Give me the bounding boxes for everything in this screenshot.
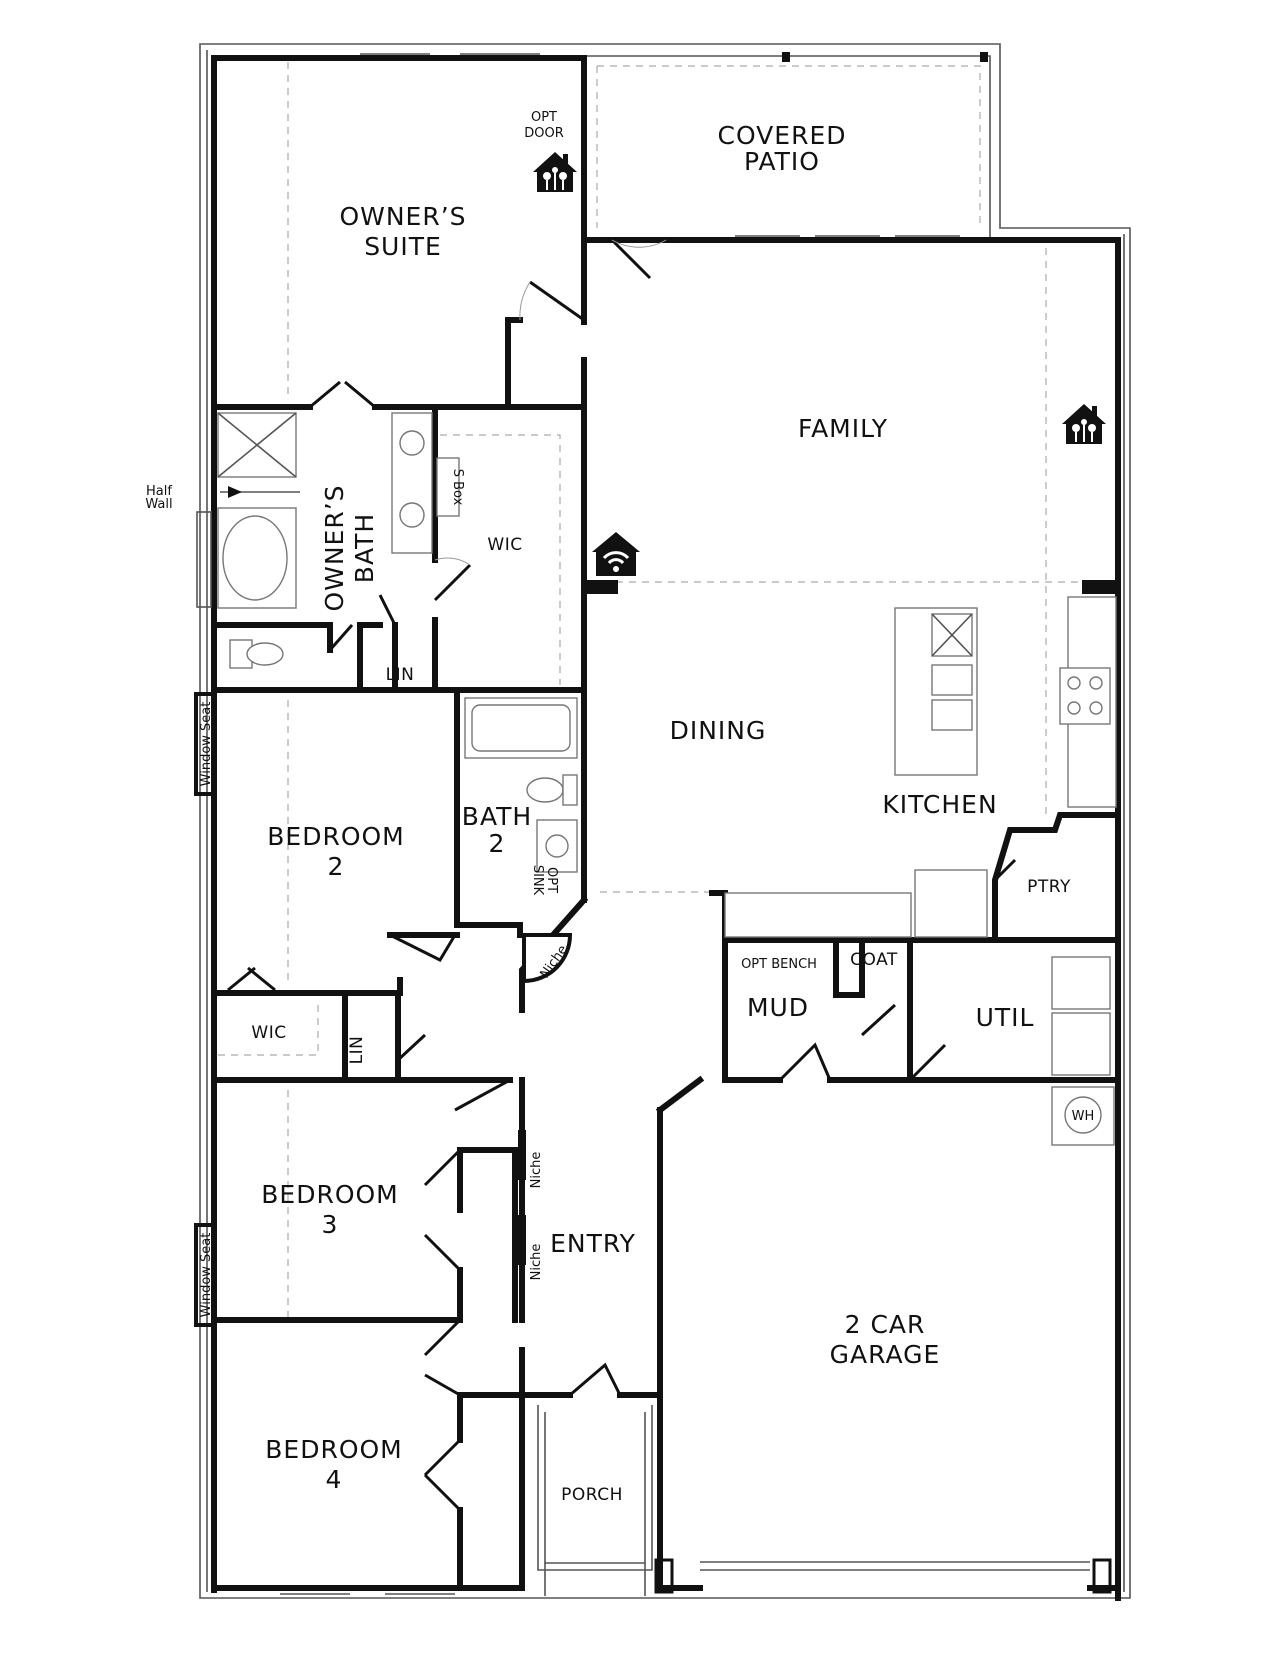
lin-hall-label: LIN bbox=[347, 1036, 367, 1065]
mud-label: MUD bbox=[747, 993, 809, 1022]
opt-sink-label-line2: SINK bbox=[530, 865, 545, 896]
opt-sink-label: OPT bbox=[544, 867, 559, 893]
svg-text:BATH: BATH bbox=[350, 513, 379, 583]
walls bbox=[211, 55, 1121, 1601]
opt-bench-label: OPT BENCH bbox=[741, 957, 817, 972]
smart-home-icon bbox=[1062, 404, 1106, 444]
wifi-home-icon bbox=[592, 532, 640, 576]
owners-bath-label: OWNER’S BATH bbox=[320, 484, 379, 611]
owners-suite-label: OWNER’S bbox=[339, 202, 466, 231]
bath-2-label: BATH bbox=[462, 802, 532, 831]
bedroom-3-label-line2: 3 bbox=[322, 1210, 339, 1239]
bedroom-2-label: BEDROOM bbox=[267, 822, 405, 851]
bath-2-label-line2: 2 bbox=[489, 829, 506, 858]
window-seats bbox=[194, 692, 216, 1327]
niche-3-label: Niche bbox=[529, 1244, 544, 1281]
garage-label-line2: GARAGE bbox=[830, 1340, 941, 1369]
svg-text:LIN: LIN bbox=[347, 1036, 367, 1065]
room-labels: OWNER’S SUITE COVERED PATIO FAMILY OWNER… bbox=[251, 121, 1071, 1505]
family-label: FAMILY bbox=[798, 414, 888, 443]
half-wall-label-line2: Wall bbox=[145, 497, 172, 512]
wic-owner-label: WIC bbox=[487, 535, 522, 555]
garage-label: 2 CAR bbox=[845, 1310, 926, 1339]
owners-suite-label-line2: SUITE bbox=[364, 232, 442, 261]
doors bbox=[227, 238, 1017, 1512]
svg-text:OWNER’S: OWNER’S bbox=[320, 484, 349, 611]
window-seat-1-label: Window Seat bbox=[199, 702, 214, 787]
bedroom-3-label: BEDROOM bbox=[261, 1180, 399, 1209]
s-box-label: S Box bbox=[450, 469, 465, 506]
covered-patio-label-line2: PATIO bbox=[744, 147, 820, 176]
coat-label: COAT bbox=[850, 950, 898, 970]
wh-label: WH bbox=[1072, 1109, 1095, 1124]
opt-door-label: OPT bbox=[531, 110, 557, 125]
ptry-label: PTRY bbox=[1027, 877, 1071, 897]
smart-home-icon bbox=[533, 152, 577, 192]
porch-label: PORCH bbox=[561, 1485, 623, 1505]
bedroom-4-label-line2: 4 bbox=[326, 1465, 343, 1494]
ceiling-lines bbox=[218, 62, 1110, 1320]
covered-patio-label: COVERED bbox=[717, 121, 846, 150]
opt-door-label-line2: DOOR bbox=[524, 126, 564, 141]
lin-owner-label: LIN bbox=[386, 665, 415, 685]
util-label: UTIL bbox=[976, 1003, 1035, 1032]
kitchen-label: KITCHEN bbox=[882, 790, 997, 819]
dining-label: DINING bbox=[670, 716, 767, 745]
fixtures bbox=[196, 53, 1117, 1596]
niche-2-label: Niche bbox=[529, 1152, 544, 1189]
bedroom-4-label: BEDROOM bbox=[265, 1435, 403, 1464]
window-seat-2-label: Window Seat bbox=[199, 1233, 214, 1318]
wic-bed2-label: WIC bbox=[251, 1023, 286, 1043]
exterior-outline bbox=[199, 43, 1131, 1599]
covered-patio-outline bbox=[585, 52, 991, 238]
entry-label: ENTRY bbox=[550, 1229, 636, 1258]
bedroom-2-label-line2: 2 bbox=[328, 852, 345, 881]
half-wall-label: Half bbox=[146, 484, 172, 499]
